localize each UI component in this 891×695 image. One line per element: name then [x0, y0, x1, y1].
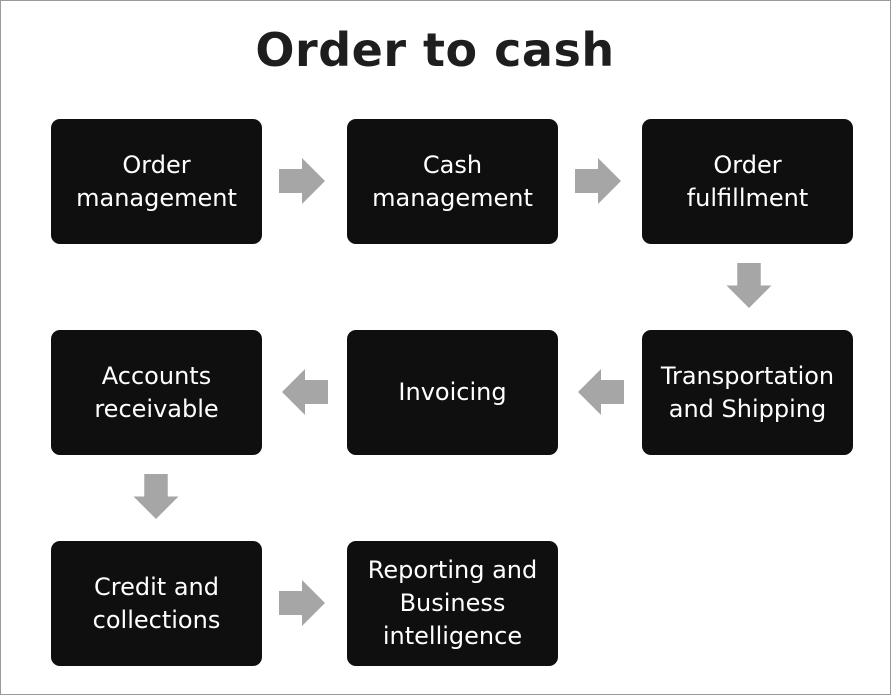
- step-transportation-shipping: Transportation and Shipping: [642, 330, 853, 455]
- arrow-down-icon: [131, 474, 181, 519]
- step-order-fulfillment: Order fulfillment: [642, 119, 853, 244]
- arrow-down-icon: [724, 263, 774, 308]
- step-label: Accounts receivable: [94, 361, 219, 423]
- arrow-right-icon: [575, 158, 621, 204]
- diagram-title: Order to cash: [255, 23, 615, 77]
- step-cash-management: Cash management: [347, 119, 558, 244]
- step-credit-collections: Credit and collections: [51, 541, 262, 666]
- arrow-left-icon: [282, 369, 328, 415]
- step-label: Invoicing: [398, 378, 507, 406]
- step-order-management: Order management: [51, 119, 262, 244]
- step-label: Credit and collections: [92, 572, 221, 634]
- arrow-left-icon: [578, 369, 624, 415]
- arrow-right-icon: [279, 580, 325, 626]
- step-reporting-bi: Reporting and Business intelligence: [347, 541, 558, 666]
- step-label: Cash management: [372, 150, 533, 212]
- step-label: Reporting and Business intelligence: [367, 556, 538, 650]
- step-label: Order management: [76, 150, 237, 212]
- step-accounts-receivable: Accounts receivable: [51, 330, 262, 455]
- step-label: Order fulfillment: [686, 150, 809, 212]
- step-label: Transportation and Shipping: [660, 361, 835, 423]
- step-invoicing: Invoicing: [347, 330, 558, 455]
- arrow-right-icon: [279, 158, 325, 204]
